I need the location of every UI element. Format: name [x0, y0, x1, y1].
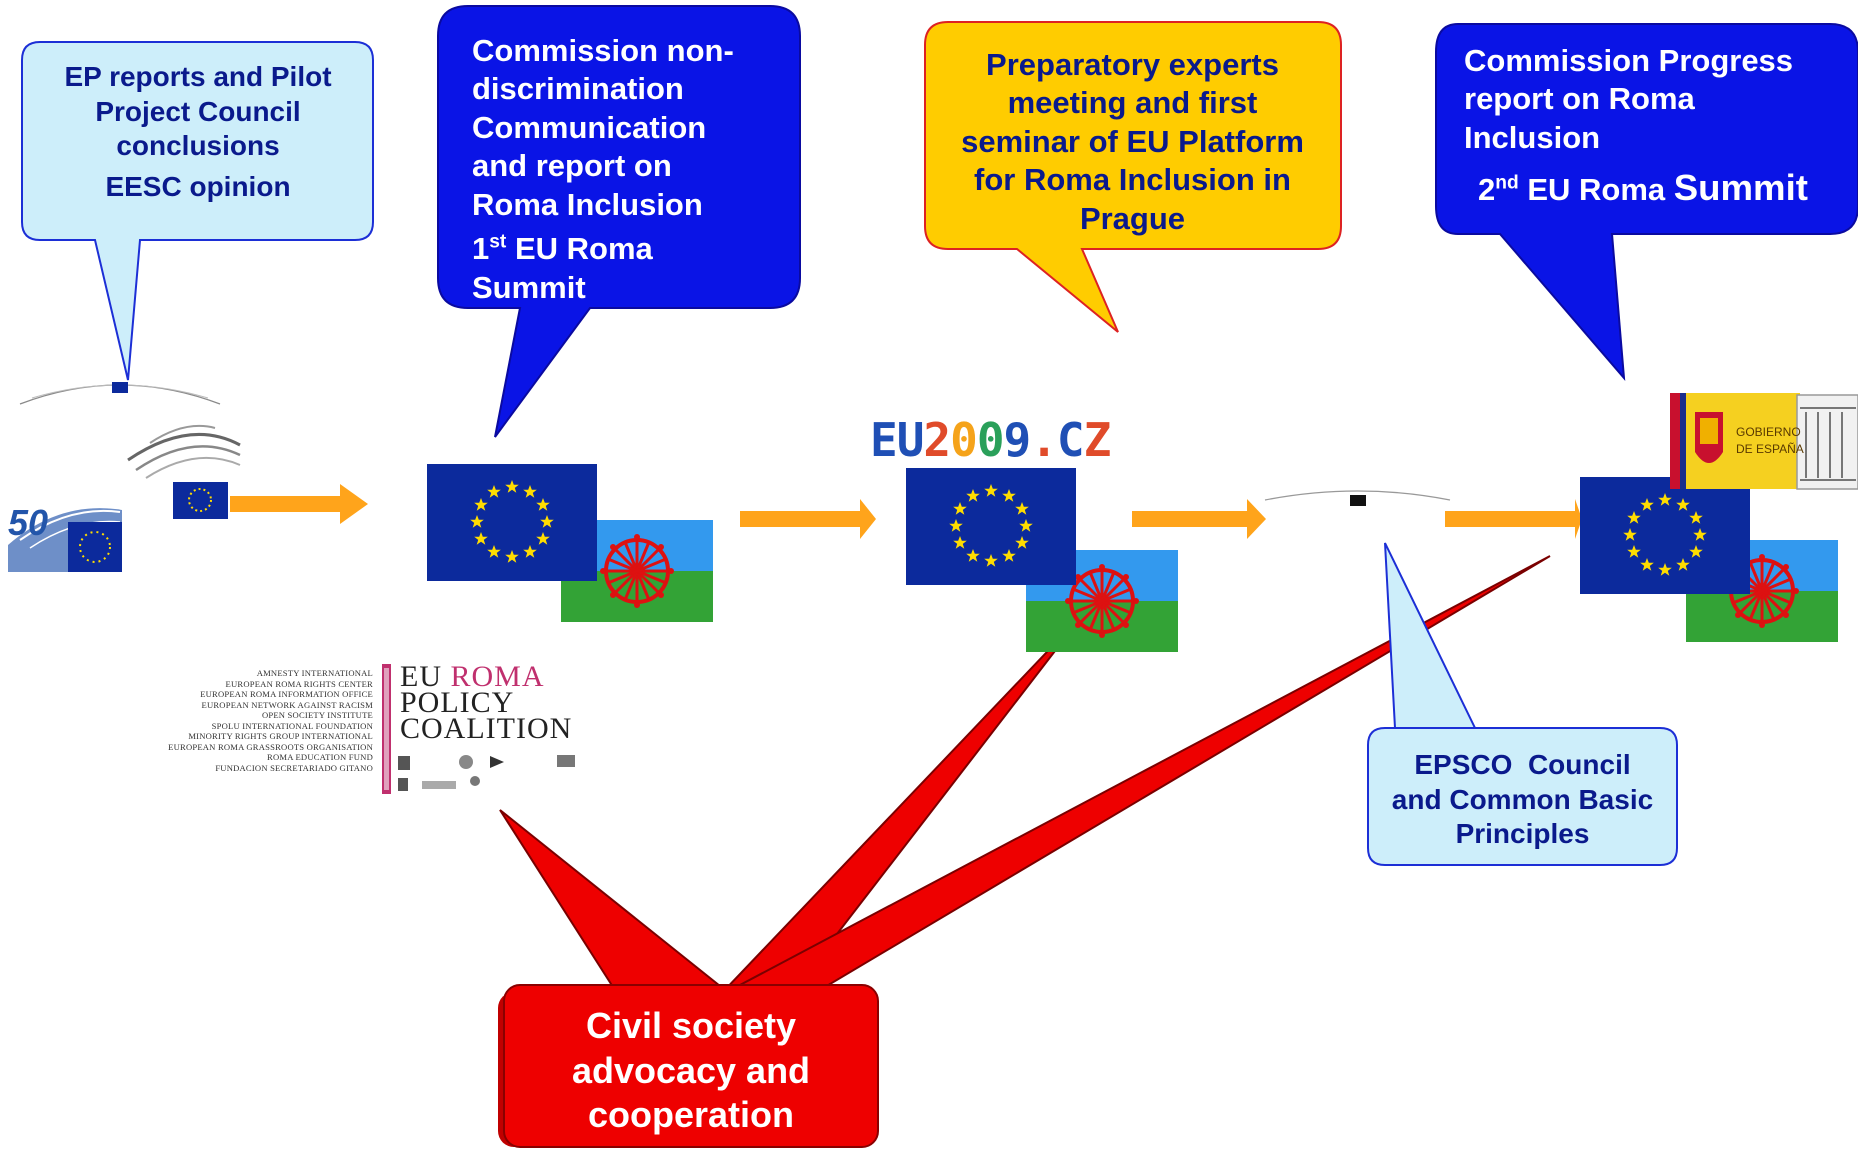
- first-summit-num: 1: [472, 231, 490, 267]
- commission-line1: Commission non-: [472, 33, 734, 68]
- arrow-4: [1445, 499, 1582, 539]
- civil-line2: advocacy and: [571, 1049, 811, 1091]
- coalition-coalition: COALITION: [400, 712, 573, 745]
- progress-line3: Inclusion: [1464, 119, 1601, 155]
- callout-civil-society: [498, 984, 879, 1148]
- prague-line5: Prague: [1079, 200, 1186, 236]
- arrow-3: [1132, 499, 1266, 539]
- commission-line5: Roma Inclusion: [472, 186, 703, 222]
- coalition-member: European Roma Grassroots Organisation: [168, 741, 373, 752]
- coalition-member: Roma Education Fund: [267, 752, 373, 762]
- first-summit-line2: Summit: [472, 269, 586, 305]
- prague-text: Preparatory experts meeting and first se…: [930, 46, 1335, 238]
- prague-line1: Preparatory experts: [986, 47, 1279, 82]
- eu-flag-3: [1580, 477, 1750, 594]
- commission-line4: and report on: [472, 148, 672, 184]
- first-summit-line: 1st EU Roma: [472, 230, 792, 268]
- eu2009-char: C: [1056, 413, 1085, 467]
- progress-line2: report on Roma: [1464, 81, 1695, 117]
- civil-line3: cooperation: [587, 1094, 794, 1136]
- coalition-member: Spolu International Foundation: [211, 720, 373, 731]
- coalition-policy: POLICY: [400, 686, 515, 719]
- second-summit-big: Summit: [1673, 167, 1808, 209]
- commission-line3: Communication: [472, 109, 707, 145]
- epsco-line3: Principles: [1455, 818, 1590, 850]
- coalition-member: Amnesty International: [256, 668, 373, 678]
- ep-reports-line1: EP reports and Pilot: [64, 61, 332, 92]
- spain-logo-line1: GOBIERNO: [1736, 425, 1801, 439]
- coalition-member: Fundacion Secretariado Gitano: [215, 762, 373, 773]
- second-summit-num: 2: [1478, 172, 1496, 208]
- callout-progress-report: [1435, 23, 1858, 381]
- first-summit-sup: st: [489, 231, 507, 253]
- eesc-fifty-label: 50: [8, 502, 49, 543]
- progress-line1: Commission Progress: [1464, 43, 1794, 78]
- european-parliament-logo: [127, 424, 241, 519]
- coalition-member: European Network Against Racism: [201, 699, 373, 710]
- coalition-brand-bar: [382, 664, 391, 794]
- ep-reports-text: EP reports and Pilot Project Council con…: [28, 60, 368, 205]
- epsco-line1: EPSCO Council: [1414, 749, 1631, 780]
- eu2009-char: .: [1030, 413, 1058, 467]
- first-summit-text: EU Roma: [514, 231, 653, 267]
- eu2009-char: 9: [1003, 413, 1032, 467]
- callout-prague: [924, 21, 1342, 333]
- coalition-title-line1: EU ROMA: [400, 662, 572, 692]
- eesc-50-logo: [8, 508, 122, 572]
- coalition-member: European Roma Rights Center: [225, 678, 373, 689]
- coalition-roma: ROMA: [450, 660, 545, 693]
- arrow-2: [740, 499, 876, 539]
- eu2009-char: U: [896, 413, 925, 467]
- eu2009-logo-text: EU2009.CZ: [870, 413, 1112, 467]
- coalition-member-list: Amnesty InternationalEuropean Roma Right…: [130, 668, 373, 773]
- eu2009-char: Z: [1083, 413, 1112, 467]
- eu-flag-1: [427, 464, 597, 581]
- coalition-title: EU ROMA POLICY COALITION: [400, 662, 573, 745]
- civil-line1: Civil society: [585, 1005, 797, 1046]
- prague-line4: for Roma Inclusion in: [974, 162, 1291, 198]
- ep-reports-line3: conclusions: [116, 130, 280, 162]
- commission-communication-text: Commission non- discrimination Communica…: [472, 32, 792, 307]
- eesc-opinion-line: EESC opinion: [105, 171, 291, 203]
- callout-commission-communication: [437, 5, 801, 438]
- eu2009-char: E: [870, 413, 898, 467]
- spain-logo-text: GOBIERNO DE ESPAÑA: [1736, 424, 1804, 458]
- epsco-line2: and Common Basic: [1391, 783, 1654, 815]
- spain-government-logo: [1670, 393, 1858, 490]
- second-summit-sup: nd: [1495, 172, 1519, 194]
- callout-ep-reports: [21, 41, 374, 381]
- coalition-member: European Roma Information Office: [200, 689, 373, 699]
- eu-flag-2: [906, 468, 1076, 585]
- epsco-document-thumbnail: [1264, 490, 1451, 506]
- coalition-member: Open Society Institute: [261, 710, 373, 720]
- ep-reports-line2: Project Council: [95, 95, 301, 127]
- eu2009-char: 0: [976, 413, 1005, 467]
- prague-line2: meeting and first: [1007, 85, 1258, 121]
- coalition-eu: EU: [400, 660, 442, 693]
- eu2009-char: 2: [923, 413, 951, 467]
- civil-society-text: Civil society advocacy and cooperation: [506, 1004, 876, 1138]
- coalition-member-logos: [398, 755, 575, 791]
- spain-logo-line2: DE ESPAÑA: [1736, 442, 1804, 456]
- second-summit-text: EU Roma: [1527, 172, 1666, 208]
- commission-line2: discrimination: [472, 71, 684, 107]
- eu2009-char: 0: [950, 413, 978, 467]
- arrow-1: [230, 484, 368, 524]
- epsco-text: EPSCO Council and Common Basic Principle…: [1370, 748, 1675, 852]
- coalition-member: Minority Rights Group International: [188, 731, 373, 741]
- prague-line3: seminar of EU Platform: [961, 123, 1304, 159]
- council-doc-caption: [40, 402, 220, 408]
- progress-report-text: Commission Progress report on Roma Inclu…: [1464, 42, 1854, 211]
- second-summit-line: 2nd EU Roma Summit: [1464, 165, 1854, 210]
- eu2009-logo: EU2009.CZ: [870, 413, 1112, 467]
- council-document-thumbnail: [19, 381, 221, 405]
- callout-epsco: [1367, 542, 1678, 866]
- timeline-arrows: [230, 484, 1582, 539]
- civil-society-pointers: [499, 555, 1551, 999]
